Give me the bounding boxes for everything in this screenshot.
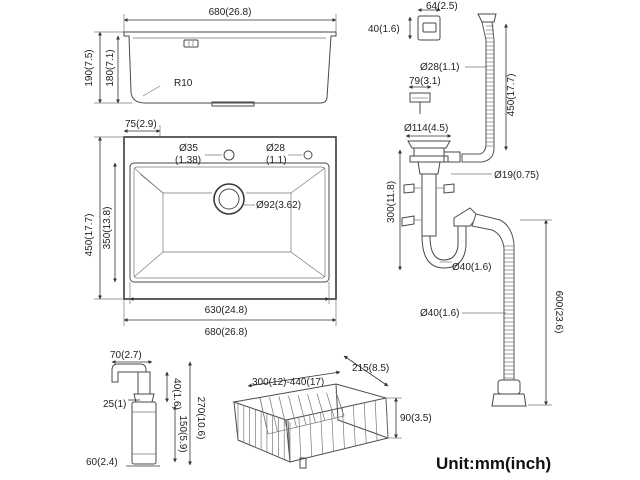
plan-inner-height-label: 350(13.8) — [102, 207, 113, 250]
plan-outer-height-label: 450(17.7) — [84, 214, 95, 257]
bottle-label: 150(5.9) — [177, 415, 188, 452]
hole1-label-b: (1.38) — [175, 155, 201, 166]
plan-inner-width-label: 630(24.8) — [205, 305, 248, 316]
neck-label: 25(1) — [103, 399, 126, 410]
roll-colander: 300(12)-440(17) 215(8.5) 90(3.5) — [232, 355, 432, 469]
trap-dia-label: Ø40(1.6) — [452, 262, 491, 273]
overflow-width-label: 64(2.5) — [426, 1, 458, 12]
colander-width-label: 215(8.5) — [352, 363, 389, 374]
tail-height-label: 300(11.8) — [386, 181, 397, 223]
radius-label: R10 — [174, 78, 193, 89]
plan-outer-width-label: 680(26.8) — [205, 327, 248, 338]
plan-view: 75(2.9) Ø35 (1.38) Ø28 (1.1) Ø92(3.62) 4… — [84, 119, 337, 338]
offset-label: 75(2.9) — [125, 119, 157, 130]
side-outer-height-label: 190(7.5) — [84, 49, 95, 86]
hole2-label-b: (1.1) — [266, 155, 287, 166]
base-label: 60(2.4) — [86, 457, 118, 468]
unit-label: Unit:mm(inch) — [436, 454, 551, 473]
hole2-label-a: Ø28 — [266, 143, 285, 154]
tail-dia-label: Ø19(0.75) — [494, 170, 539, 181]
cap-label: 40(1.6) — [171, 378, 182, 410]
soap-dispenser: 70(2.7) 25(1) 40(1.6) 150(5.9) 270(10.6)… — [86, 350, 206, 468]
spout-label: 70(2.7) — [110, 350, 142, 361]
side-width-label: 680(26.8) — [209, 7, 252, 18]
overflow-cover: 64(2.5) 40(1.6) — [368, 1, 458, 41]
colander-length-label: 300(12)-440(17) — [252, 377, 324, 388]
outlet-dia-label: Ø40(1.6) — [420, 308, 459, 319]
total-height-label: 270(10.6) — [195, 397, 206, 440]
drain-hose-length-label: 600(23.6) — [553, 291, 564, 334]
hose-dia-label: Ø28(1.1) — [420, 62, 459, 73]
basket-dia-label: Ø114(4.5) — [404, 123, 448, 134]
drain-label: Ø92(3.62) — [256, 200, 301, 211]
side-view: 680(26.8) R10 190(7.5) 180(7.1) — [84, 7, 337, 107]
colander-height-label: 90(3.5) — [400, 413, 432, 424]
hole1-label-a: Ø35 — [179, 143, 198, 154]
strainer-label: 79(3.1) — [409, 76, 441, 87]
drain-kit: Ø28(1.1) 450(17.7) 79(3.1) Ø114(4.5) Ø19… — [386, 13, 564, 407]
overflow-height-label: 40(1.6) — [368, 24, 400, 35]
hose-length-label: 450(17.7) — [506, 74, 517, 117]
side-inner-height-label: 180(7.1) — [105, 49, 116, 86]
